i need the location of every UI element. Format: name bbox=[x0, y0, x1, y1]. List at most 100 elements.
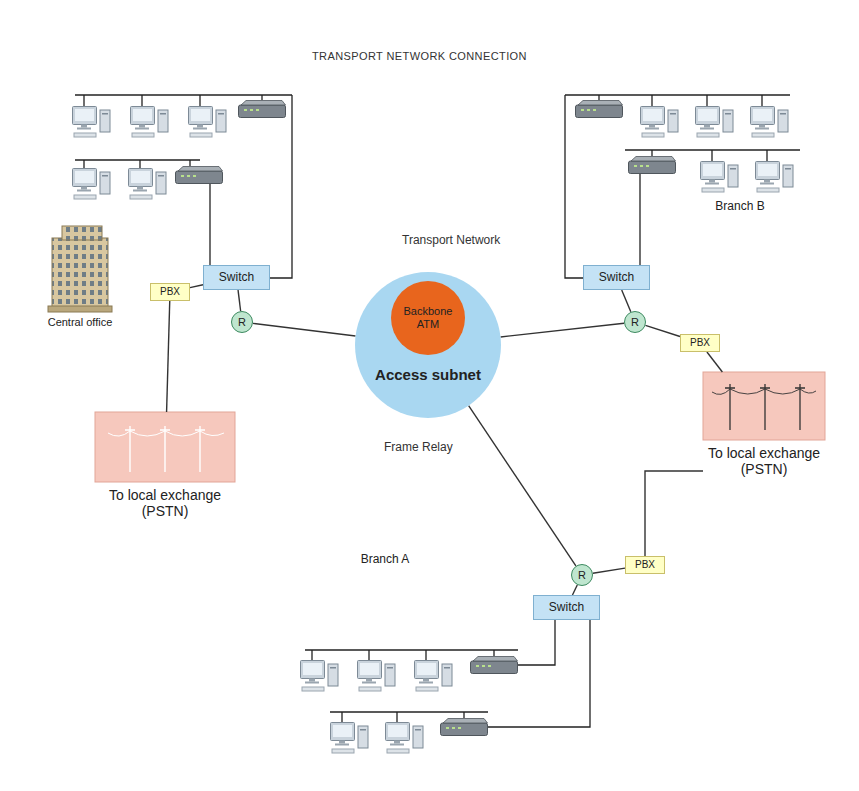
connector-line bbox=[469, 406, 576, 566]
text-holder: To local exchange (PSTN) bbox=[95, 412, 235, 519]
uplink-wire bbox=[518, 620, 555, 665]
pbx-box: PBX bbox=[625, 556, 665, 574]
connector-line bbox=[238, 290, 241, 311]
node-text: Access subnet bbox=[355, 366, 501, 383]
connector-line bbox=[253, 323, 356, 336]
computer-icon bbox=[701, 162, 739, 193]
node-text: PBX bbox=[160, 286, 180, 298]
text-holder: Access subnet bbox=[355, 366, 501, 383]
lan-drop bbox=[599, 95, 762, 106]
cloud-outline-path bbox=[23, 72, 331, 383]
uplink-wire bbox=[209, 184, 210, 265]
computer-icon bbox=[73, 107, 111, 138]
pstn-panel bbox=[95, 412, 235, 482]
node-text: PBX bbox=[635, 559, 655, 571]
router-circle: R bbox=[231, 311, 253, 333]
network-label: Frame Relay bbox=[384, 440, 453, 454]
node-text: Branch A bbox=[360, 553, 410, 567]
cloud-outline-path bbox=[523, 76, 847, 385]
computer-icon bbox=[696, 107, 734, 138]
office-building bbox=[48, 226, 112, 312]
site-region: Branch A R PBX Switch bbox=[265, 484, 765, 780]
pstn-exchange: To local exchange (PSTN) bbox=[703, 372, 825, 480]
hub-icon bbox=[629, 157, 676, 174]
pbx-box: PBX bbox=[680, 334, 720, 352]
building-top bbox=[62, 226, 102, 240]
building-base bbox=[48, 306, 112, 312]
text-holder: Branch A bbox=[360, 553, 410, 567]
computer-icon bbox=[641, 107, 679, 138]
text-holder: R bbox=[572, 565, 592, 585]
node-text: R bbox=[238, 316, 246, 329]
connector-line bbox=[645, 325, 680, 336]
computer-icon bbox=[756, 162, 794, 193]
phone-wire bbox=[108, 431, 224, 436]
connector-line bbox=[501, 323, 625, 337]
connector-line bbox=[622, 290, 631, 312]
node-text: Central office bbox=[40, 316, 120, 329]
site-region: Branch B SwitchR PBX bbox=[518, 72, 852, 392]
hub-icon bbox=[471, 657, 518, 674]
lan-drop bbox=[84, 160, 190, 168]
text-holder: PBX bbox=[151, 284, 189, 300]
text-holder: Switch bbox=[204, 266, 269, 289]
connector-line bbox=[707, 352, 722, 372]
text-holder: Backbone ATM bbox=[391, 281, 465, 355]
node-text: Switch bbox=[599, 271, 634, 285]
switch-box: Switch bbox=[203, 265, 270, 290]
connector-line bbox=[572, 585, 577, 595]
phone-wire bbox=[712, 389, 816, 394]
node-text: R bbox=[631, 316, 639, 329]
text-holder: R bbox=[232, 312, 252, 332]
node-text: To local exchange (PSTN) bbox=[703, 445, 825, 477]
telephone-pole bbox=[725, 384, 805, 430]
text-holder: PBX bbox=[626, 557, 664, 573]
switch-box: Switch bbox=[533, 595, 600, 620]
site-region: Central office SwitchR PBX bbox=[18, 68, 336, 390]
switch-box: Switch bbox=[583, 265, 650, 290]
router-circle: R bbox=[624, 311, 646, 333]
node-text: Switch bbox=[219, 271, 254, 285]
computer-icon bbox=[189, 107, 227, 138]
lan-drop bbox=[312, 650, 494, 660]
text-holder: Switch bbox=[584, 266, 649, 289]
lan-bus bbox=[305, 649, 518, 650]
text-holder: Branch B bbox=[715, 200, 765, 214]
lan-bus bbox=[75, 159, 200, 160]
building-body bbox=[52, 238, 108, 310]
computer-icon bbox=[331, 723, 369, 754]
lan-bus bbox=[75, 94, 292, 95]
backbone-circle: Backbone ATM bbox=[391, 281, 465, 355]
uplink-wire bbox=[639, 174, 640, 265]
connector-line bbox=[593, 568, 625, 573]
lan-wiring bbox=[75, 95, 800, 727]
node-text: PBX bbox=[690, 337, 710, 349]
computer-icons bbox=[73, 107, 794, 754]
uplink-wire bbox=[565, 95, 583, 278]
hub-icon bbox=[576, 101, 623, 118]
text-holder: PBX bbox=[681, 335, 719, 351]
cloud-outline bbox=[18, 68, 336, 390]
computer-icon bbox=[358, 661, 396, 692]
cloud-outline bbox=[265, 484, 765, 780]
computer-icon bbox=[131, 107, 169, 138]
text-holder: R bbox=[625, 312, 645, 332]
connector-line bbox=[190, 285, 203, 288]
hub-icon bbox=[239, 101, 286, 118]
pstn-exchange: To local exchange (PSTN) bbox=[95, 412, 235, 522]
node-text: To local exchange (PSTN) bbox=[95, 487, 235, 519]
network-label: Transport Network bbox=[402, 233, 500, 247]
computer-icon bbox=[386, 723, 424, 754]
node-text: Backbone ATM bbox=[400, 305, 456, 330]
text-holder: Switch bbox=[534, 596, 599, 619]
hub-icon bbox=[441, 719, 488, 736]
diagram-title: TRANSPORT NETWORK CONNECTION bbox=[312, 50, 527, 62]
pbx-box: PBX bbox=[150, 283, 190, 301]
node-text: R bbox=[578, 569, 586, 582]
router-circle: R bbox=[571, 564, 593, 586]
text-holder: To local exchange (PSTN) bbox=[703, 372, 825, 477]
computer-icon bbox=[415, 661, 453, 692]
hub-icons bbox=[176, 101, 676, 736]
computer-icon bbox=[301, 661, 339, 692]
lan-drop bbox=[84, 95, 262, 106]
